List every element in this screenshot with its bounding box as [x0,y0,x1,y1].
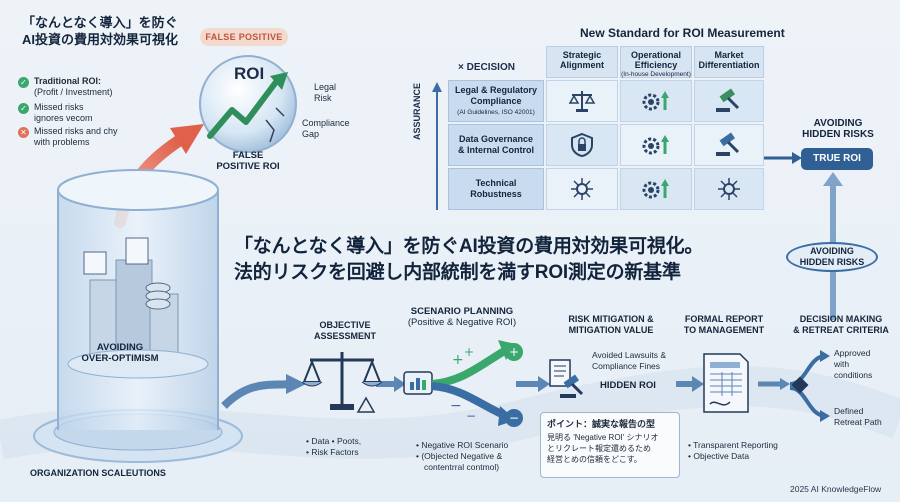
headline: 「なんとなく導入」を防ぐAI投資の費用対効果可視化。 法的リスクを回避し内部統制… [234,236,704,283]
matrix-cell [546,124,618,166]
check-item-1: ✓ Traditional ROI: (Profit / Investment) [18,76,113,98]
assurance-axis-arrow [432,82,442,210]
point-box: ポイント：誠実な報告の型 見明る 'Negative ROI' シナリオ とリク… [540,412,680,478]
scenario-notes: • Negative ROI Scenario • (Objected Nega… [416,440,509,472]
svg-text:−: − [509,411,519,425]
gear-growth-icon [642,135,669,155]
balance-scale-icon [302,352,382,413]
check-item-2: ✓ Missed risks ignores vecom [18,102,93,124]
assurance-axis-label: ASSURANCE [412,82,422,140]
matrix-title: New Standard for ROI Measurement [580,26,785,40]
matrix-to-true-roi-arrow [764,152,802,164]
matrix-cell [546,168,618,210]
gear-growth-icon [642,91,669,111]
hidden-roi-label: HIDDEN ROI [600,380,656,391]
scenario-fork-icon: + − + + − − [403,340,523,427]
false-positive-badge: FALSE POSITIVE [200,28,288,46]
organization-base-label: ORGANIZATION SCALEUTIONS [30,468,166,478]
matrix-cell [694,124,764,166]
network-icon [718,178,740,200]
svg-text:+: + [509,345,519,359]
gavel-icon [716,88,740,112]
organization-cylinder [33,169,243,463]
decision-making-label: DECISION MAKING& RETREAT CRITERIA [793,314,889,335]
matrix-cell [620,124,692,166]
document-gavel-icon [549,359,584,398]
decision-fork-icon [789,350,830,422]
globe-roi-text: ROI [234,64,265,83]
scale-icon [568,91,596,112]
shield-lock-icon [571,132,593,158]
scenario-planning-label: SCENARIO PLANNING (Positive & Negative R… [407,306,517,328]
gavel-icon [716,132,740,156]
report-document-icon [703,353,749,413]
report-notes: • Transparent Reporting• Objective Data [688,440,778,461]
network-icon [571,178,593,200]
svg-text:−: − [450,398,462,414]
footer-credit: 2025 AI KnowledgeFlow [790,484,882,494]
gear-growth-icon [642,179,669,199]
true-roi-badge: TRUE ROI [801,148,873,170]
objective-notes: • Data • Poots,• Risk Factors [306,436,362,457]
avoided-lawsuits-text: Avoided Lawsuits &Compliance Fines [592,350,667,371]
top-left-title: 「なんとなく導入」を防ぐ AI投資の費用対効果可視化 [22,15,179,47]
roi-globe-icon [199,55,297,153]
flow-arrows [221,374,790,409]
svg-text:+: + [452,352,464,368]
check-icon: ✓ [18,77,29,88]
matrix-cell [620,168,692,210]
svg-text:+: + [464,345,474,359]
matrix-cell [694,80,764,122]
check-item-3: ✕ Missed risks and chy with problems [18,126,118,148]
cross-icon: ✕ [18,127,29,138]
matrix-row-data-governance: Data Governance& Internal Control [448,124,544,166]
matrix-cell [546,80,618,122]
matrix-cell [694,168,764,210]
matrix-corner-label: × DECISION [458,62,515,73]
matrix-cell [620,80,692,122]
svg-text:−: − [466,409,476,423]
risk-mitigation-label: RISK MITIGATION &MITIGATION VALUE [568,314,654,335]
check-icon: ✓ [18,103,29,114]
